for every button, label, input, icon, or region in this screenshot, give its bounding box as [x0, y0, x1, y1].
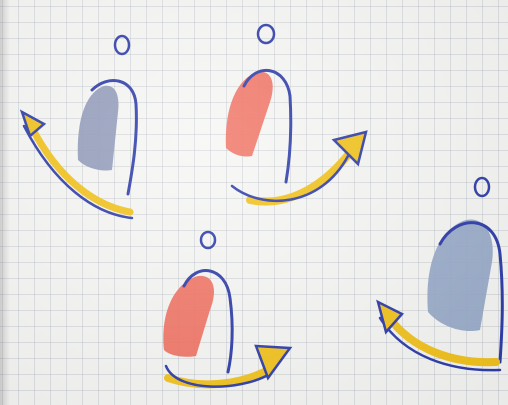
figure-top-middle-arrow-shaft [250, 150, 352, 202]
figure-top-middle-arrowhead [334, 132, 366, 164]
figure-bottom-right [378, 178, 502, 370]
figure-bottom-middle-fill [163, 276, 214, 357]
figure-top-left-head [115, 36, 129, 54]
figure-bottom-middle-head [201, 232, 215, 248]
figure-bottom-right-head [475, 178, 489, 196]
figure-top-left [22, 36, 136, 218]
figure-top-middle-fill [226, 72, 273, 157]
figure-top-left-fill [78, 86, 119, 171]
figure-top-middle [226, 25, 366, 202]
figure-bottom-middle [163, 232, 290, 387]
figure-bottom-right-fill [427, 219, 492, 331]
figure-top-left-arrowhead [22, 112, 44, 136]
figure-top-middle-head [258, 25, 274, 43]
